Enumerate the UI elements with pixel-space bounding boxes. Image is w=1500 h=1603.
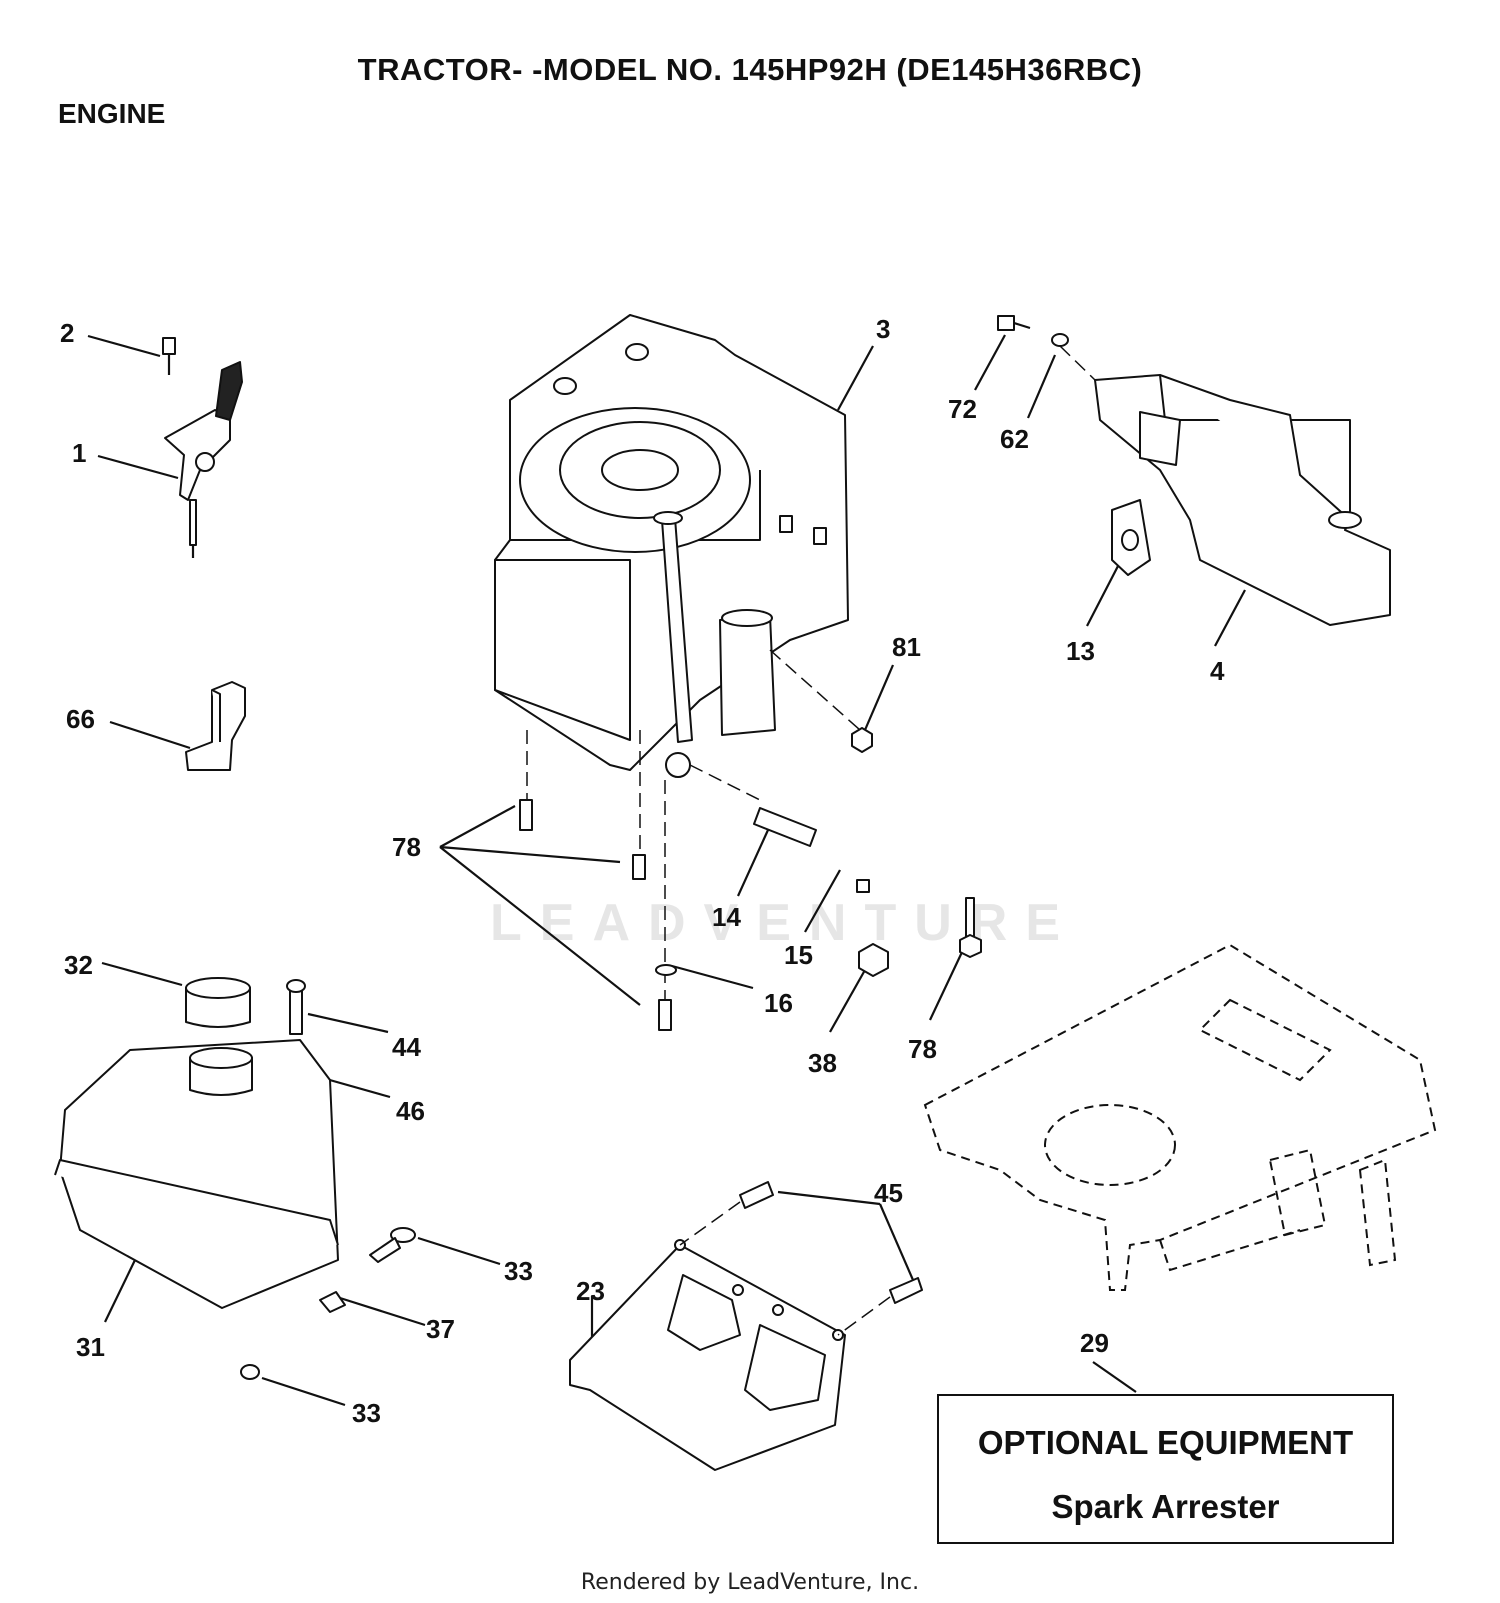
- muffler: [997, 315, 1391, 626]
- callout-81: 81: [892, 632, 921, 662]
- callout-37: 37: [426, 1314, 455, 1344]
- callout-15: 15: [784, 940, 813, 970]
- callout-33-lower: 33: [352, 1398, 381, 1428]
- fuel-tank: [54, 977, 339, 1309]
- callout-31: 31: [76, 1332, 105, 1362]
- callout-44: 44: [392, 1032, 421, 1062]
- callout-16: 16: [764, 988, 793, 1018]
- callout-2: 2: [60, 318, 75, 348]
- callout-4: 4: [1210, 656, 1225, 686]
- fasteners: [519, 799, 982, 1031]
- heat-shield: [569, 1181, 923, 1471]
- callout-46: 46: [396, 1096, 425, 1126]
- optional-equipment-item: Spark Arrester: [1051, 1488, 1280, 1525]
- hose-clamps: [240, 1227, 416, 1380]
- callout-78-engine: 78: [392, 832, 421, 862]
- callout-23: 23: [576, 1276, 605, 1306]
- footer-credit: Rendered by LeadVenture, Inc.: [580, 1570, 920, 1595]
- section-heading: ENGINE: [58, 98, 166, 129]
- throttle-control: [162, 337, 243, 558]
- callout-66: 66: [66, 704, 95, 734]
- callout-1: 1: [72, 438, 87, 468]
- optional-equipment-title: OPTIONAL EQUIPMENT: [977, 1424, 1354, 1461]
- page-title: TRACTOR- -MODEL NO. 145HP92H (DE145H36RB…: [357, 52, 1143, 87]
- callout-29: 29: [1080, 1328, 1109, 1358]
- callout-32: 32: [64, 950, 93, 980]
- chassis: [923, 943, 1437, 1291]
- callout-72: 72: [948, 394, 977, 424]
- callout-14: 14: [712, 902, 741, 932]
- optional-equipment-box: OPTIONAL EQUIPMENT Spark Arrester: [937, 1394, 1394, 1544]
- callout-38: 38: [808, 1048, 837, 1078]
- nut-81: [851, 727, 873, 753]
- callout-3: 3: [876, 314, 891, 344]
- callout-13: 13: [1066, 636, 1095, 666]
- callout-45: 45: [874, 1178, 903, 1208]
- callout-78-bolt: 78: [908, 1034, 937, 1064]
- callout-33-upper: 33: [504, 1256, 533, 1286]
- engine: [494, 314, 861, 1030]
- callout-62: 62: [1000, 424, 1029, 454]
- part-66: [185, 681, 246, 771]
